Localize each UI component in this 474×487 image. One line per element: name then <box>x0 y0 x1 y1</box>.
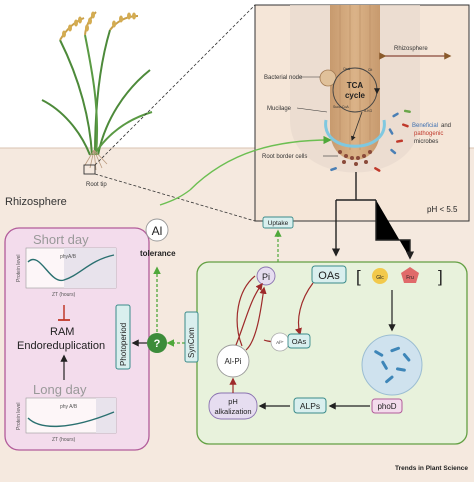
uncertain-link-icon <box>147 333 167 353</box>
tca-label-line2: cycle <box>345 91 366 100</box>
root-body-icon <box>330 5 380 160</box>
root-zoom-panel: TCA cycle Oxal Cit Succ-CoA α-KG Rhizosp… <box>254 4 470 222</box>
fru-label: Fru <box>406 275 414 281</box>
pathogenic-label: pathogenic <box>414 131 443 137</box>
photoperiod-box <box>115 304 131 370</box>
journal-credit: Trends in Plant Science <box>395 465 468 472</box>
and-label: and <box>441 123 451 129</box>
microbe-cell-icon <box>361 334 423 396</box>
ph-alk-label-1: pH <box>228 397 238 406</box>
al3-oas-label: OAs <box>292 337 307 346</box>
tca-metabolite: Oxal <box>343 67 350 71</box>
microbes-label: microbes <box>414 139 438 145</box>
ph-low-label: pH < 5.5 <box>427 205 458 214</box>
short-day-curve <box>27 254 115 282</box>
pi-node <box>256 266 276 286</box>
phyab-label-short: phyA/B <box>60 254 77 260</box>
glc-label: Glc <box>376 275 384 281</box>
tca-metabolite: Cit <box>368 68 372 72</box>
protein-level-label-long: Protein level <box>16 402 22 430</box>
mucilage-layer <box>324 119 386 148</box>
uptake-label: Uptake <box>268 220 289 227</box>
long-day-curve <box>27 411 115 427</box>
photoperiod-label: Photoperiod <box>119 323 128 366</box>
rice-plant-icon <box>41 11 153 171</box>
ph-alk-label-2: alkalization <box>214 407 251 416</box>
tca-metabolite: Succ-CoA <box>333 105 349 109</box>
phyab-label-long: phy A/B <box>60 404 78 410</box>
bracket-left: [ <box>356 267 361 286</box>
al-pi-label: Al-Pi <box>225 357 242 366</box>
root-tip-label: Root tip <box>86 182 107 188</box>
endoreduplication-label: Endoreduplication <box>17 340 105 352</box>
alps-box <box>293 397 327 414</box>
zt-label-short: ZT (hours) <box>52 292 76 298</box>
al3-label: Al³⁺ <box>276 340 284 345</box>
al-pi-node <box>216 344 250 378</box>
al-icon <box>145 218 169 242</box>
bacterial-node-icon <box>319 69 337 87</box>
al-label: Al <box>152 224 163 238</box>
uptake-box <box>262 216 294 229</box>
glucose-icon <box>372 268 388 284</box>
oas-label: OAs <box>318 270 340 282</box>
phod-box <box>371 398 403 414</box>
syncom-box <box>184 311 199 363</box>
rhizosphere-arrow-label: Rhizosphere <box>394 46 428 52</box>
fructose-icon <box>401 267 419 283</box>
bracket-right: ] <box>438 267 443 286</box>
long-day-label: Long day <box>33 382 87 397</box>
pi-label: Pi <box>262 272 270 282</box>
zt-label-long: ZT (hours) <box>52 437 76 443</box>
bacterial-node-label: Bacterial node <box>264 75 303 81</box>
tca-metabolite: α-KG <box>364 109 373 113</box>
root-tip-callout-box <box>83 164 96 175</box>
oas-box <box>311 265 347 284</box>
ram-label: RAM <box>50 326 74 338</box>
root-border-cells-label: Root border cells <box>262 154 307 160</box>
short-day-label: Short day <box>33 232 89 247</box>
root-border-cells-icon <box>338 150 372 166</box>
uncertain-mark: ? <box>154 338 161 350</box>
tolerance-label: tolerance <box>140 249 176 258</box>
rhizosphere-label: Rhizosphere <box>5 196 67 208</box>
beneficial-label: Beneficial <box>412 123 438 129</box>
alps-label: ALPs <box>300 401 320 411</box>
syncom-label: SynCom <box>187 327 196 358</box>
mucilage-label: Mucilage <box>267 106 292 112</box>
phod-label: phoD <box>377 402 396 411</box>
tca-label-line1: TCA <box>347 81 364 90</box>
photoperiod-panel: Short day phyA/B ZT (hours) Protein leve… <box>4 227 150 451</box>
microbes-icon <box>330 109 411 172</box>
protein-level-label-short: Protein level <box>16 254 22 282</box>
al3-oas-box <box>287 333 311 349</box>
